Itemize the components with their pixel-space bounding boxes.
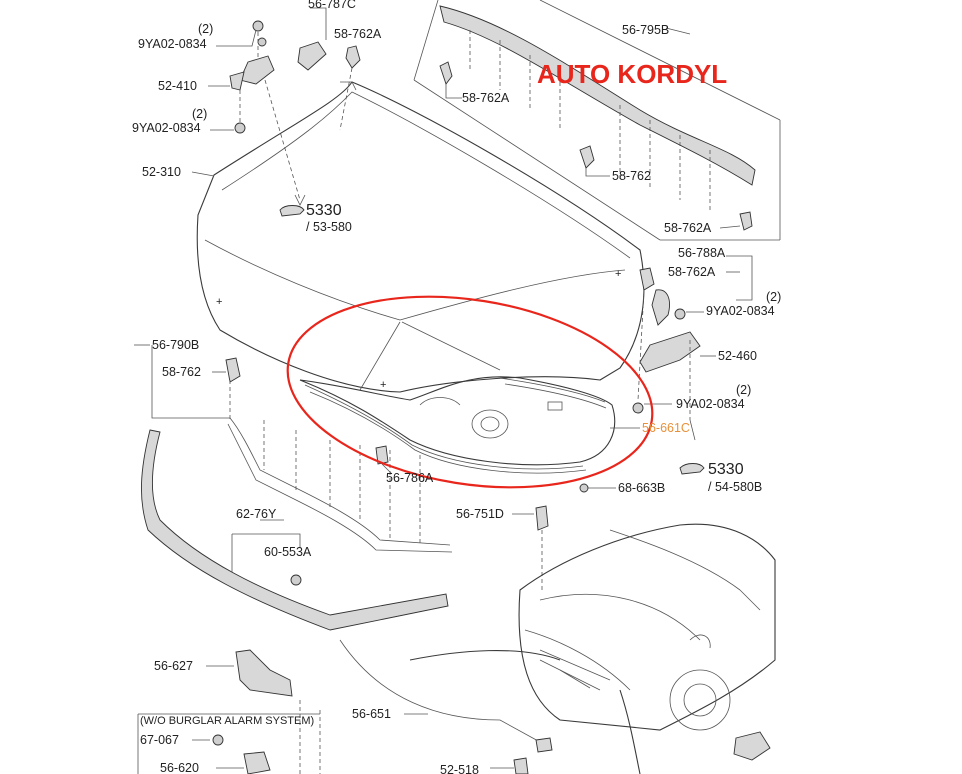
label-56-787c: 56-787C — [308, 0, 356, 11]
label-9ya02-0834-tl-qty: (2) — [198, 22, 213, 36]
label-56-620: 56-620 — [160, 761, 199, 774]
label-53-580: / 53-580 — [306, 220, 352, 234]
label-56-788a: 56-788A — [678, 246, 726, 260]
label-9ya02-0834-r1: 9YA02-0834 — [706, 304, 775, 318]
svg-text:+: + — [615, 268, 621, 280]
label-9ya02-0834-r2-qty: (2) — [736, 383, 751, 397]
hood-panel: + + — [196, 81, 645, 393]
label-wo-burglar-alarm: (W/O BURGLAR ALARM SYSTEM) — [140, 715, 314, 727]
label-58-762-l: 58-762 — [162, 365, 201, 379]
label-9ya02-0834-tl2-qty: (2) — [192, 107, 207, 121]
part-labels: 56-787C (2) 9YA02-0834 58-762A 52-410 (2… — [132, 0, 781, 774]
latch-cable-group — [137, 505, 771, 774]
svg-text:+: + — [380, 379, 386, 391]
label-56-661c: 56-661C — [642, 421, 690, 435]
label-62-76y: 62-76Y — [236, 507, 277, 521]
hood-insulator: + — [299, 376, 616, 474]
label-52-518: 52-518 — [440, 763, 479, 774]
car-illustration — [409, 523, 776, 774]
left-seal-group — [134, 344, 453, 631]
label-52-410: 52-410 — [158, 79, 197, 93]
label-58-762a-r2: 58-762A — [664, 221, 712, 235]
label-58-762a-r3: 58-762A — [668, 265, 716, 279]
weatherstrip-box — [413, 0, 781, 241]
hinge-left-group — [191, 7, 361, 217]
label-56-790b: 56-790B — [152, 338, 199, 352]
label-56-786a: 56-786A — [386, 471, 434, 485]
label-9ya02-0834-tl: 9YA02-0834 — [138, 37, 207, 51]
label-56-751d: 56-751D — [456, 507, 504, 521]
label-68-663b: 68-663B — [618, 481, 665, 495]
label-54-580b: / 54-580B — [708, 480, 762, 494]
label-58-762-r: 58-762 — [612, 169, 651, 183]
label-60-553a: 60-553A — [264, 545, 312, 559]
svg-text:+: + — [216, 296, 222, 308]
label-52-460: 52-460 — [718, 349, 757, 363]
label-5330-b: 5330 — [708, 461, 744, 478]
label-9ya02-0834-tl2: 9YA02-0834 — [132, 121, 201, 135]
label-56-795b: 56-795B — [622, 23, 669, 37]
label-58-762a-r1: 58-762A — [462, 91, 510, 105]
label-5330-a: 5330 — [306, 202, 342, 219]
label-9ya02-0834-r1-qty: (2) — [766, 290, 781, 304]
label-9ya02-0834-r2: 9YA02-0834 — [676, 397, 745, 411]
label-67-067: 67-067 — [140, 733, 179, 747]
hinge-right-group — [579, 255, 753, 493]
label-56-627: 56-627 — [154, 659, 193, 673]
watermark-text: AUTO KORDYL — [537, 59, 727, 89]
label-58-762a-tl: 58-762A — [334, 27, 382, 41]
label-56-651: 56-651 — [352, 707, 391, 721]
highlight-ellipse — [286, 295, 654, 489]
label-52-310: 52-310 — [142, 165, 181, 179]
